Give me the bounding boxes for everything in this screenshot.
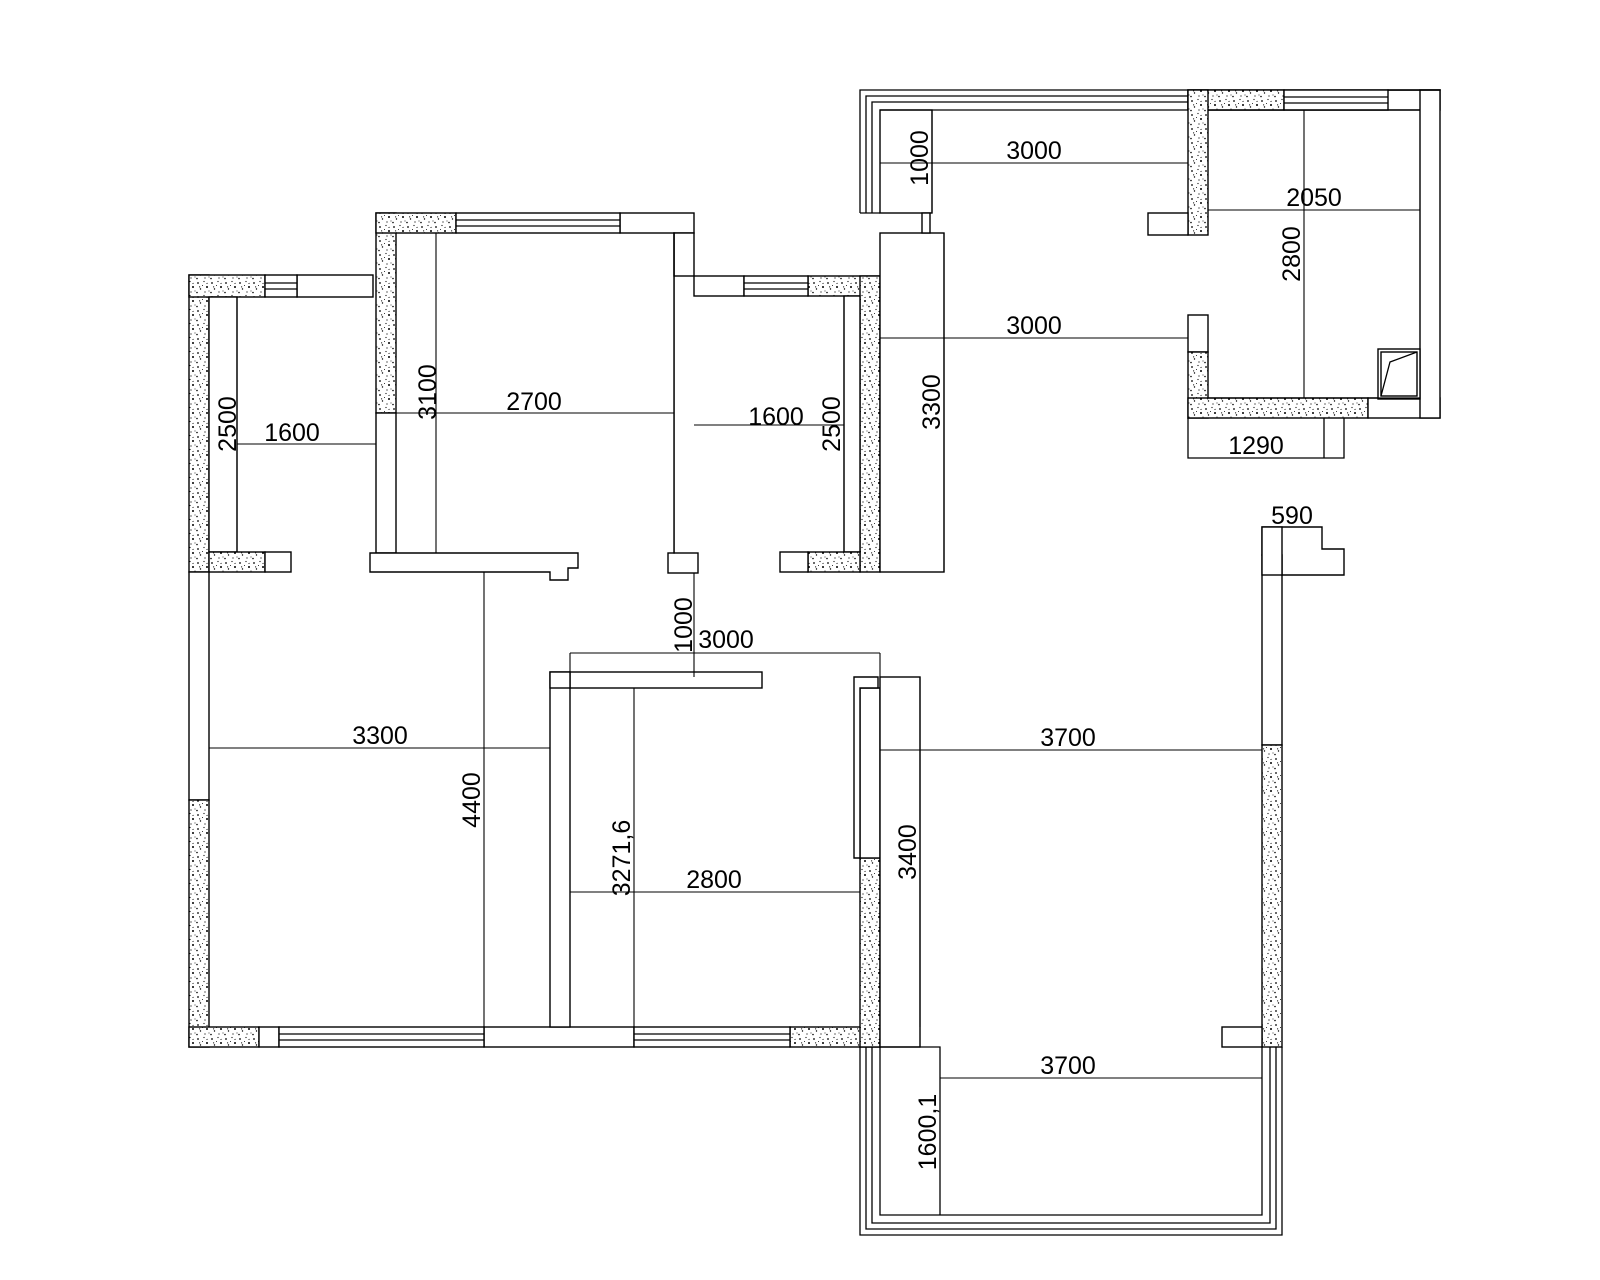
windows xyxy=(264,89,1389,1048)
dim-1600-right: 1600 xyxy=(748,403,804,431)
wall-mid-room-north xyxy=(619,212,695,234)
wall-partition-top xyxy=(569,671,763,689)
wall-mid-room-east xyxy=(673,232,695,277)
wall-mid-room-north-pier xyxy=(375,212,457,234)
window-bm-bedroom xyxy=(633,1026,791,1048)
dim-3300-bedroom: 3300 xyxy=(352,722,408,750)
wall-rt-room-east-inner xyxy=(843,295,861,553)
dim-3000-corridor: 3000 xyxy=(698,626,754,654)
dim-590: 590 xyxy=(1271,502,1313,530)
wall-bm-east-top xyxy=(853,676,879,859)
wall-kitchen-stub xyxy=(1147,212,1189,236)
wall-bl-west xyxy=(188,799,210,1048)
dim-3271: 3271,6 xyxy=(608,820,636,896)
wall-left-bedroom-east-stub xyxy=(208,296,238,553)
dim-3700-balcony: 3700 xyxy=(1040,1052,1096,1080)
walls xyxy=(188,89,1441,1048)
dim-3100: 3100 xyxy=(414,364,442,420)
wall-bl-south-stub xyxy=(258,1026,280,1048)
wall-bl-west-upper xyxy=(188,571,210,801)
dim-1000-top: 1000 xyxy=(906,130,934,186)
window-mid-room xyxy=(455,212,621,234)
dim-1600-left: 1600 xyxy=(264,419,320,447)
wall-bm-east-upper xyxy=(859,687,881,859)
wall-mid-room-pier xyxy=(667,552,699,574)
wall-mid-room-south xyxy=(369,552,579,581)
dim-3400: 3400 xyxy=(894,824,922,880)
wall-rt-room-east xyxy=(859,275,881,573)
dim-1600-1: 1600,1 xyxy=(914,1094,942,1170)
dim-3700-living: 3700 xyxy=(1040,724,1096,752)
balcony-bottom xyxy=(859,1046,1283,1236)
wall-living-east xyxy=(1261,744,1283,1048)
dim-1000-corridor: 1000 xyxy=(670,597,698,653)
dimension-labels: 3000 1000 2050 2800 3000 3300 1290 2500 … xyxy=(214,130,1342,1170)
balcony-top-corridor xyxy=(859,89,1188,214)
dim-3300-hall: 3300 xyxy=(918,374,946,430)
wall-partition-top-left xyxy=(549,671,571,689)
wall-kitchen-east xyxy=(1419,89,1441,419)
dim-3000-mid: 3000 xyxy=(1006,312,1062,340)
wall-kitchen-south xyxy=(1187,397,1369,419)
kitchen-appliance xyxy=(1377,348,1421,400)
wall-left-bedroom-south-end xyxy=(264,551,292,573)
dim-4400: 4400 xyxy=(458,772,486,828)
kitchen-counter xyxy=(1208,109,1420,399)
wall-bl-south-left xyxy=(188,1026,260,1048)
wall-partition-vertical xyxy=(549,671,571,1028)
wall-bm-east xyxy=(859,857,881,1048)
wall-hall-column xyxy=(879,232,945,573)
wall-kitchen-west-upper xyxy=(1187,89,1209,236)
dim-2700: 2700 xyxy=(506,388,562,416)
wall-left-bedroom-west xyxy=(188,274,210,573)
wall-mid-room-west xyxy=(375,212,397,414)
dimension-lines xyxy=(209,110,1420,1079)
dim-2500-left: 2500 xyxy=(214,396,242,452)
window-left-bedroom xyxy=(264,274,298,298)
wall-mid-room-west-lower xyxy=(375,412,397,554)
wall-living-east-upper xyxy=(1261,554,1283,746)
wall-rt-room-north xyxy=(693,275,745,297)
wall-bl-south-mid xyxy=(483,1026,635,1048)
window-rt-room xyxy=(743,275,809,297)
wall-left-bedroom-north-pier xyxy=(188,274,266,298)
wall-rt-room-south-end xyxy=(779,551,809,573)
dim-3000-top: 3000 xyxy=(1006,137,1062,165)
wall-kitchen-west-lower-top xyxy=(1187,314,1209,353)
wall-left-bedroom-north xyxy=(296,274,374,298)
dim-2800-bedroom: 2800 xyxy=(686,866,742,894)
dim-2500-right: 2500 xyxy=(818,396,846,452)
wall-top-corridor-stub xyxy=(921,212,931,234)
dim-1290: 1290 xyxy=(1228,432,1284,460)
window-bl-bedroom xyxy=(278,1026,485,1048)
wall-left-bedroom-south xyxy=(208,551,266,573)
dim-2800-kitchen: 2800 xyxy=(1278,226,1306,282)
wall-rt-room-south xyxy=(807,551,861,573)
window-kitchen-north xyxy=(1283,89,1389,111)
wall-living-ne-post xyxy=(1261,526,1283,576)
wall-living-east-stub xyxy=(1221,1026,1263,1048)
wall-top-corridor-pier xyxy=(879,109,933,214)
dim-2050: 2050 xyxy=(1286,184,1342,212)
